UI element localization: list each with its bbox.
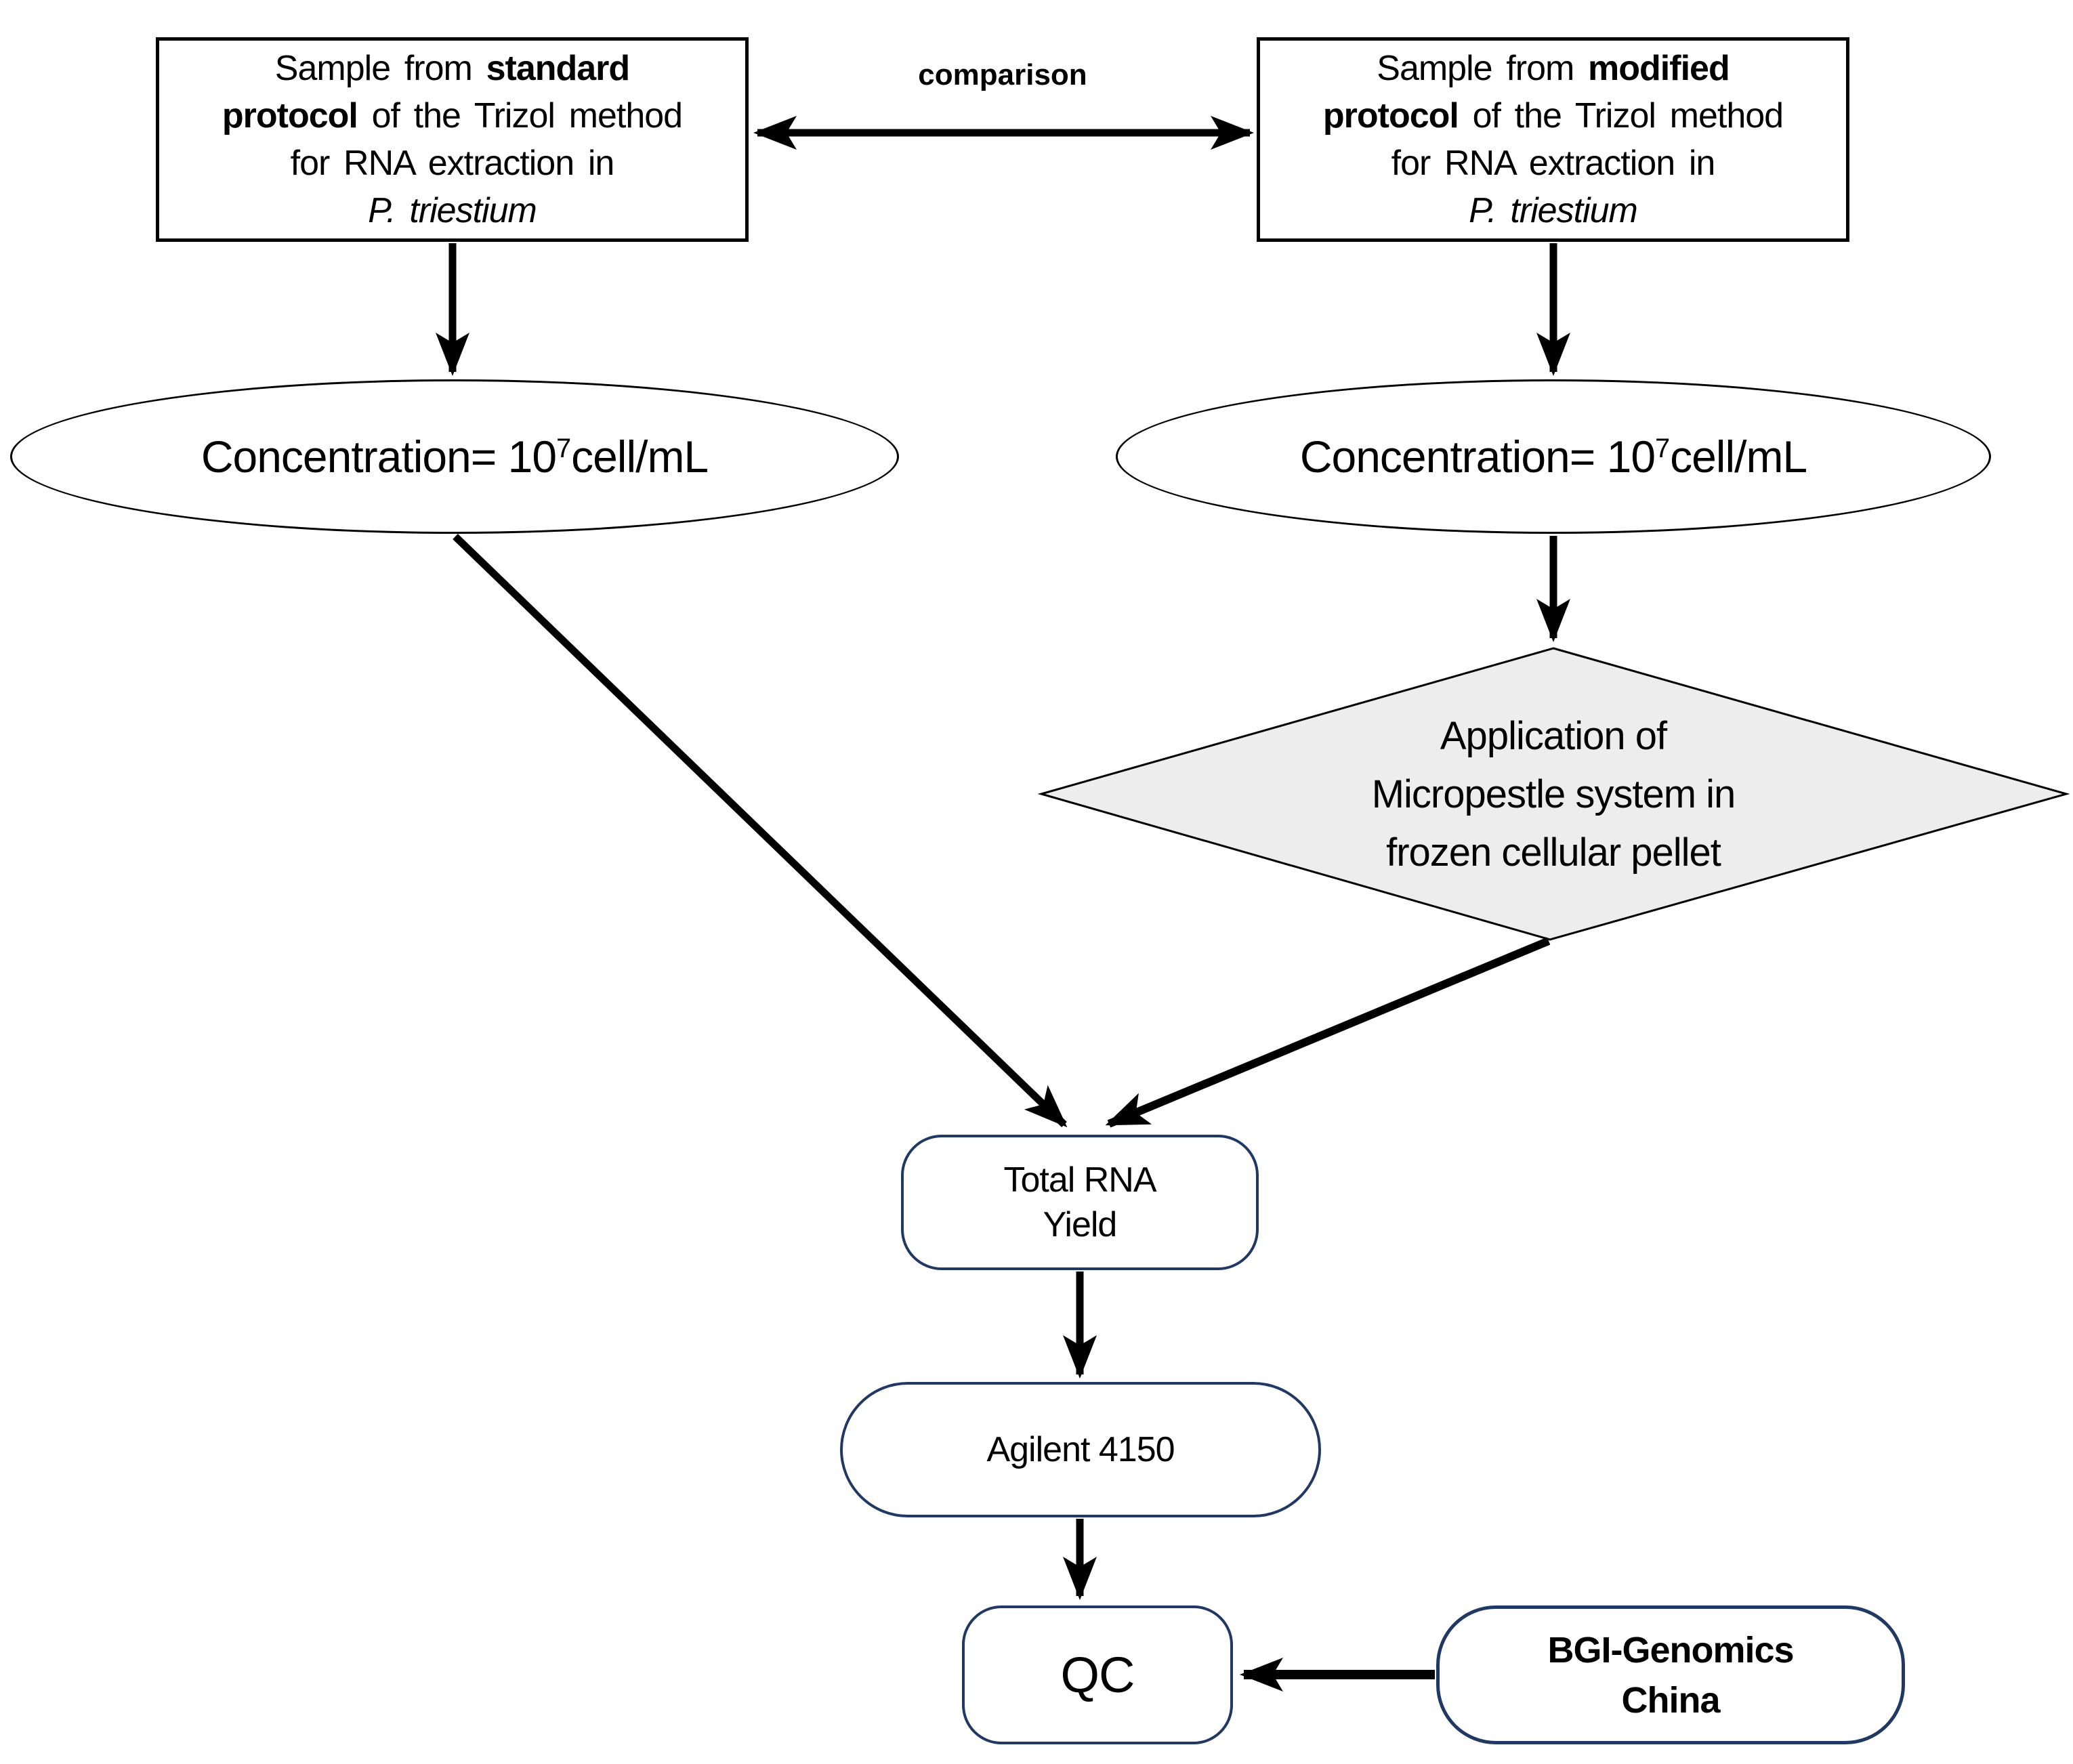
comparison-label: comparison bbox=[918, 58, 1087, 91]
standard-concentration-to-yield-arrow bbox=[453, 534, 1068, 1128]
qc-box: QC bbox=[962, 1605, 1233, 1744]
micropestle-to-yield-arrow bbox=[1105, 937, 1551, 1128]
agilent-4150-box: Agilent 4150 bbox=[840, 1382, 1321, 1517]
micropestle-diamond-shape bbox=[1037, 647, 2070, 941]
modified-concentration-ellipse: Concentration= 107cell/mL bbox=[1116, 379, 1991, 534]
standard-concentration-ellipse: Concentration= 107cell/mL bbox=[10, 379, 899, 534]
